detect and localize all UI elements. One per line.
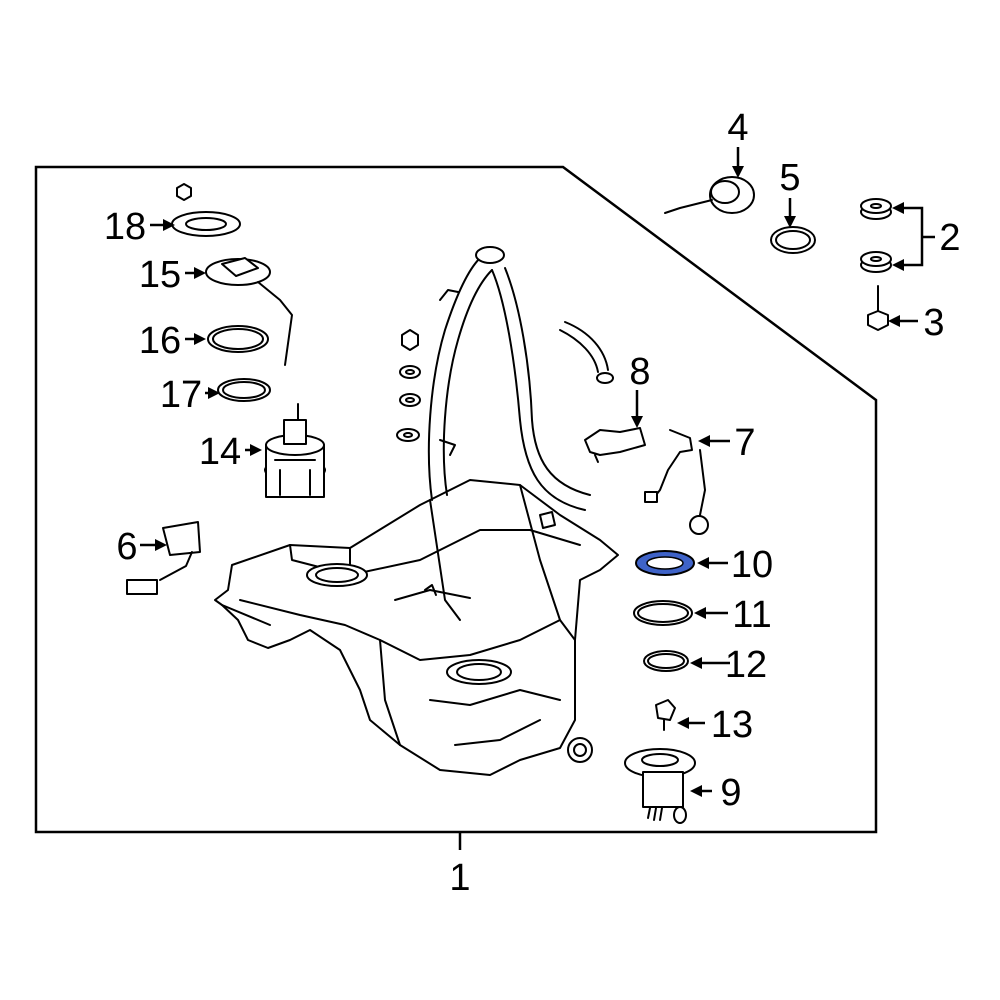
part-10-lock-ring[interactable]	[635, 550, 695, 576]
part-2-cushions[interactable]	[860, 198, 892, 273]
part-7-wiring[interactable]	[644, 429, 709, 535]
part-13-connector[interactable]	[655, 699, 676, 731]
part-18-retainer-ring[interactable]	[171, 183, 241, 237]
fuel-tank[interactable]	[214, 246, 619, 776]
callout-10[interactable]: 10	[731, 544, 773, 586]
part-11-gasket[interactable]	[633, 600, 693, 626]
part-8-valve[interactable]	[559, 321, 646, 463]
part-16-gasket[interactable]	[207, 325, 269, 353]
callout-4[interactable]: 4	[727, 107, 748, 149]
callout-13[interactable]: 13	[711, 704, 753, 746]
part-5-cap-seal[interactable]	[770, 226, 816, 254]
assembly-frame	[34, 165, 878, 834]
part-17-seal[interactable]	[217, 378, 271, 402]
callout-labels: 1 2 3 4 5 6 7 8 9 10 11 12 13 14 15 16 1…	[104, 107, 961, 899]
drain-plug[interactable]	[567, 737, 593, 763]
callout-2[interactable]: 2	[939, 217, 960, 259]
callout-9[interactable]: 9	[720, 772, 741, 814]
callout-1[interactable]: 1	[449, 857, 470, 899]
callout-3[interactable]: 3	[923, 302, 944, 344]
grommet-stack[interactable]	[396, 329, 421, 442]
part-4-filler-cap[interactable]	[664, 176, 755, 214]
callout-7[interactable]: 7	[734, 422, 755, 464]
part-9-sender-assembly[interactable]	[624, 748, 696, 824]
callout-15[interactable]: 15	[139, 254, 181, 296]
part-14-fuel-pump[interactable]	[264, 403, 326, 498]
callout-6[interactable]: 6	[116, 526, 137, 568]
callout-11[interactable]: 11	[732, 594, 771, 636]
part-6-sender-unit[interactable]	[126, 521, 201, 595]
callout-18[interactable]: 18	[104, 206, 146, 248]
leader-lines	[140, 147, 935, 797]
callout-14[interactable]: 14	[199, 431, 241, 473]
part-3-bolt[interactable]	[867, 285, 889, 331]
callout-5[interactable]: 5	[779, 157, 800, 199]
part-12-seal[interactable]	[643, 650, 689, 672]
part-15-sender-cover[interactable]	[205, 257, 293, 366]
callout-12[interactable]: 12	[725, 644, 767, 686]
callout-8[interactable]: 8	[629, 351, 650, 393]
callout-16[interactable]: 16	[139, 320, 181, 362]
callout-17[interactable]: 17	[160, 374, 202, 416]
